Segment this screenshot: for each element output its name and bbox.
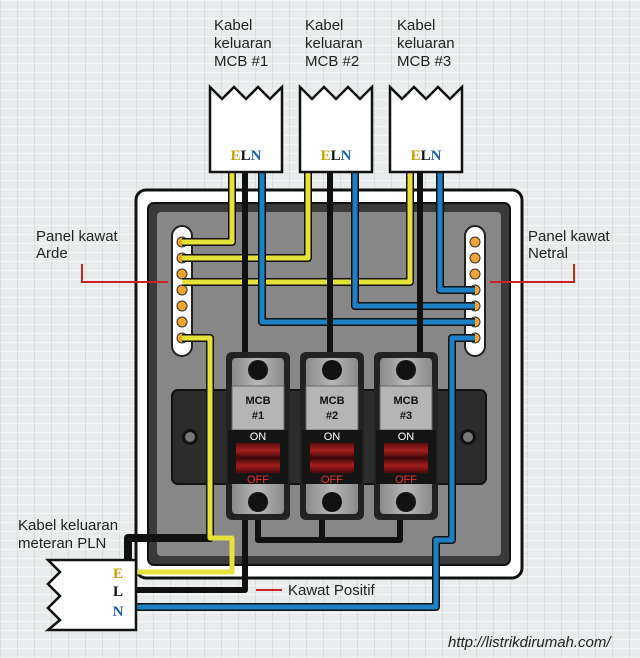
connector-e-letter: E	[321, 148, 331, 164]
connector-l-letter: L	[331, 148, 341, 164]
label-out3: Kabel keluaran MCB #3	[397, 17, 455, 70]
svg-text:Arde: Arde	[36, 245, 68, 262]
pln-input-connector: E L N	[44, 558, 138, 632]
mcb-3-switch[interactable]	[384, 443, 428, 473]
mcb-3[interactable]: MCB #3 ON OFF	[374, 352, 438, 520]
mcb-1-off-label: OFF	[247, 474, 269, 486]
svg-text:ELN: ELN	[321, 148, 352, 164]
connector-l-letter: L	[421, 148, 431, 164]
svg-text:meteran PLN: meteran PLN	[18, 535, 106, 552]
svg-text:ELN: ELN	[231, 148, 262, 164]
svg-text:Panel kawat: Panel kawat	[528, 228, 611, 245]
svg-text:Kabel: Kabel	[305, 17, 343, 34]
svg-text:Kabel: Kabel	[397, 17, 435, 34]
svg-text:Kabel keluaran: Kabel keluaran	[18, 517, 118, 534]
svg-text:Netral: Netral	[528, 245, 568, 262]
label-out1: Kabel keluaran MCB #1	[214, 17, 272, 70]
mcb-1-on-label: ON	[250, 431, 267, 443]
mcb-1[interactable]: MCB #1 ON OFF	[226, 352, 290, 520]
mcb-3-on-label: ON	[398, 431, 415, 443]
connector-n-letter: N	[431, 148, 442, 164]
mcb-1-label-line2: #1	[252, 410, 264, 422]
live-wire-supply	[128, 505, 248, 593]
label-netral: Panel kawat Netral	[490, 228, 611, 283]
svg-text:keluaran: keluaran	[305, 35, 363, 52]
output-connector-mcb1: ELN	[208, 83, 284, 174]
svg-text:MCB #1: MCB #1	[214, 53, 268, 70]
pln-n-letter: N	[113, 604, 124, 620]
svg-text:ELN: ELN	[411, 148, 442, 164]
mcb-2[interactable]: MCB #2 ON OFF	[300, 352, 364, 520]
netral-pointer-line	[490, 264, 575, 283]
output-connector-mcb2: ELN	[298, 83, 374, 174]
connector-n-letter: N	[341, 148, 352, 164]
pln-l-letter: L	[113, 584, 123, 600]
wires	[124, 172, 475, 611]
mcb-1-label-line1: MCB	[245, 395, 270, 407]
mcb-1-switch[interactable]	[236, 443, 280, 473]
svg-text:Kabel: Kabel	[214, 17, 252, 34]
mcb-3-label-line2: #3	[400, 410, 412, 422]
svg-text:keluaran: keluaran	[214, 35, 272, 52]
mcb-3-label-line1: MCB	[393, 395, 418, 407]
mcb-3-off-label: OFF	[395, 474, 417, 486]
svg-text:Panel kawat: Panel kawat	[36, 228, 119, 245]
mcb-2-label-line1: MCB	[319, 395, 344, 407]
svg-text:MCB #2: MCB #2	[305, 53, 359, 70]
output-connector-mcb3: ELN	[388, 83, 464, 174]
svg-text:MCB #3: MCB #3	[397, 53, 451, 70]
mcb-2-switch[interactable]	[310, 443, 354, 473]
label-arde: Panel kawat Arde	[36, 228, 168, 283]
arde-pointer-line	[81, 264, 168, 283]
connector-e-letter: E	[411, 148, 421, 164]
mcb-2-on-label: ON	[324, 431, 341, 443]
connector-l-letter: L	[241, 148, 251, 164]
svg-text:keluaran: keluaran	[397, 35, 455, 52]
label-out2: Kabel keluaran MCB #2	[305, 17, 363, 70]
label-positif: Kawat Positif	[256, 582, 376, 599]
connector-n-letter: N	[251, 148, 262, 164]
mcb-2-label-line2: #2	[326, 410, 338, 422]
connector-e-letter: E	[231, 148, 241, 164]
source-url: http://listrikdirumah.com/	[448, 634, 612, 651]
mcb-2-off-label: OFF	[321, 474, 343, 486]
label-pln: Kabel keluaran meteran PLN	[18, 517, 118, 552]
svg-text:Kawat Positif: Kawat Positif	[288, 582, 376, 599]
pln-e-letter: E	[113, 566, 123, 582]
